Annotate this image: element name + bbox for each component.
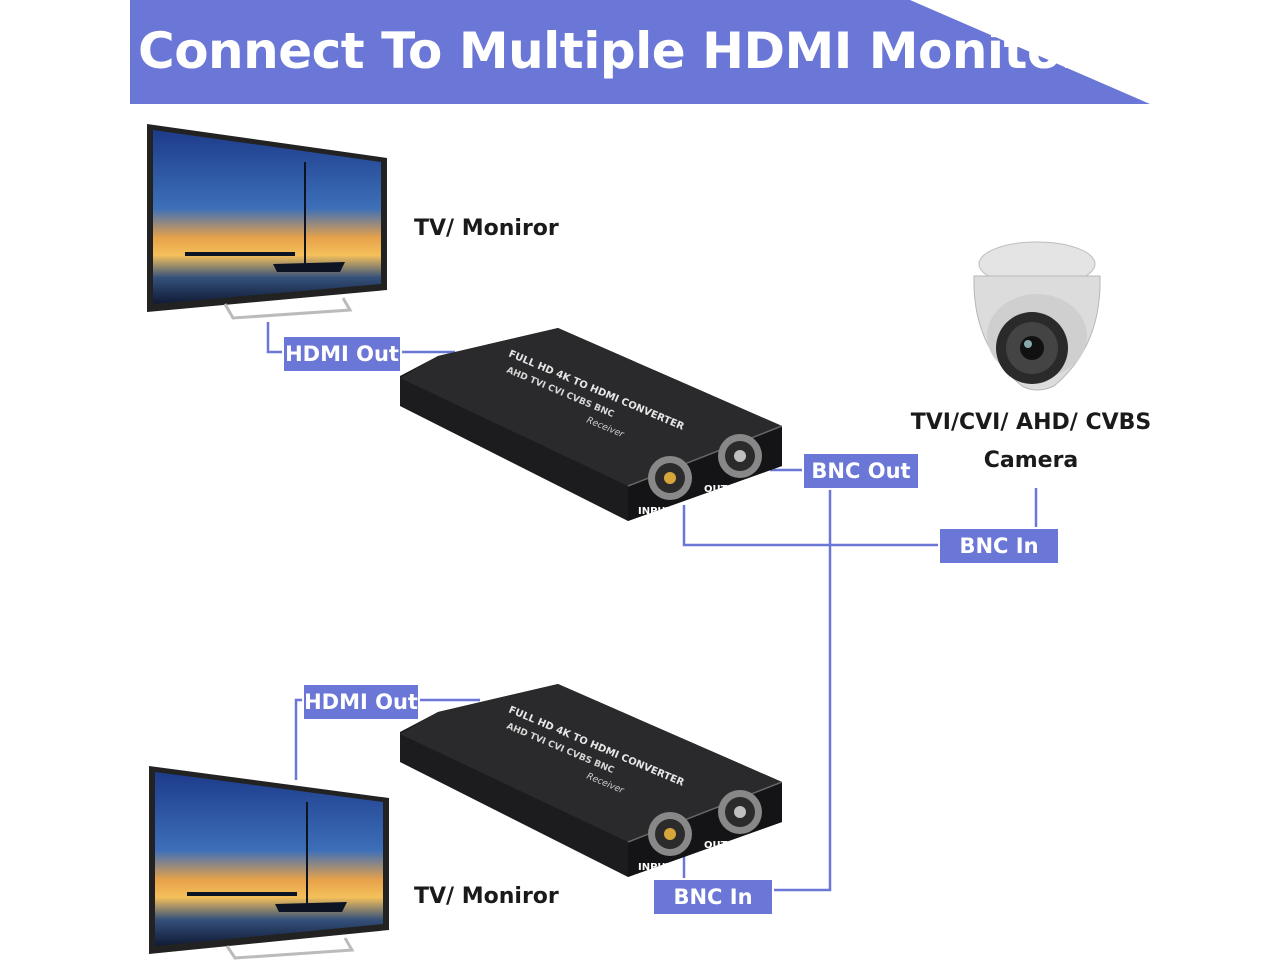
hdmi-out-tag-bottom: HDMI Out	[302, 683, 420, 721]
bnc-in-tag-top: BNC In	[938, 527, 1060, 565]
tv-monitor-top	[145, 122, 390, 320]
output-label-bottom: OUTPUT	[704, 840, 750, 851]
output-label-top: OUTPUT	[704, 484, 750, 495]
tv-monitor-bottom	[145, 764, 390, 960]
tv-caption-top: TV/ Moniror	[414, 216, 559, 241]
bnc-out-tag: BNC Out	[802, 452, 920, 490]
input-label-top: INPUT	[638, 506, 673, 517]
camera-name-label: Camera	[881, 448, 1181, 473]
camera-type-label: TVI/CVI/ AHD/ CVBS	[881, 410, 1181, 435]
dome-camera-icon	[962, 236, 1112, 396]
converter-bottom: FULL HD 4K TO HDMI CONVERTER AHD TVI CVI…	[398, 682, 782, 882]
tv-caption-bottom: TV/ Moniror	[414, 884, 559, 909]
converter-top: FULL HD 4K TO HDMI CONVERTER AHD TVI CVI…	[398, 326, 782, 526]
input-label-bottom: INPUT	[638, 862, 673, 873]
hdmi-out-tag-top: HDMI Out	[282, 335, 402, 373]
bnc-in-tag-bottom: BNC In	[652, 878, 774, 916]
